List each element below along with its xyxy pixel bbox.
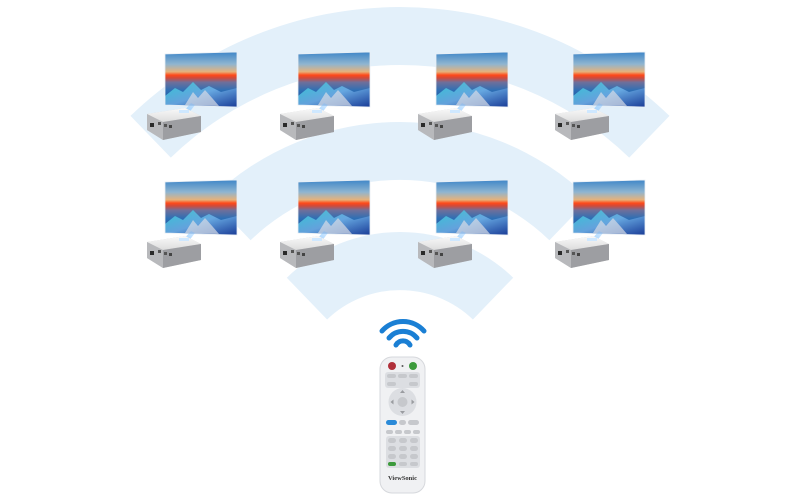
power-button <box>388 362 396 370</box>
menu-button <box>386 420 397 425</box>
remote-brand-label: ViewSonic <box>388 475 417 482</box>
signal-arc-medium <box>210 122 590 241</box>
signal-arc-large <box>130 7 670 158</box>
source-button <box>409 362 417 370</box>
